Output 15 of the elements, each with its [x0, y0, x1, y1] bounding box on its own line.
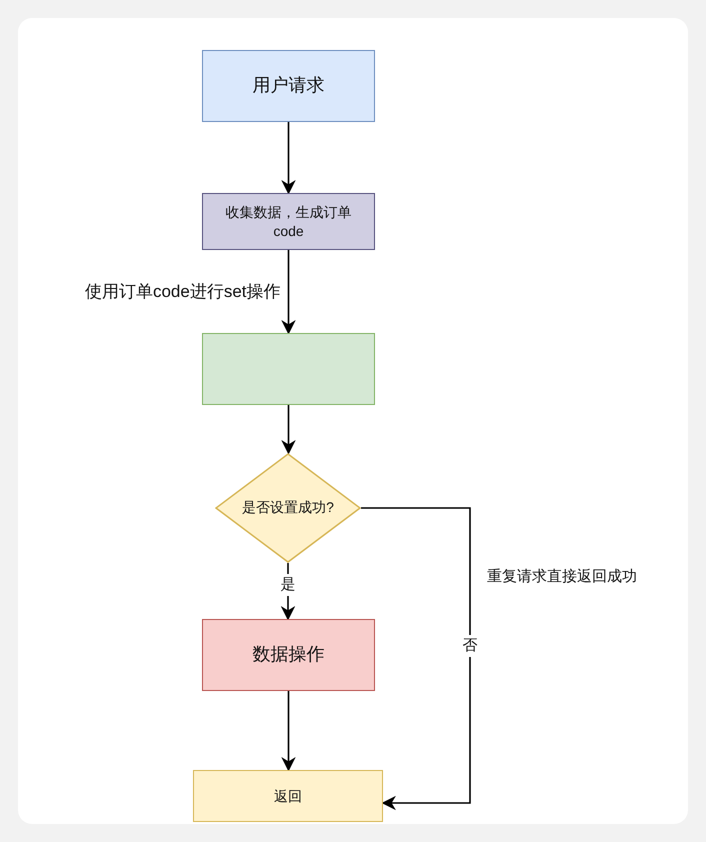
arrow: [361, 507, 471, 810]
process-box: [202, 333, 375, 405]
edge-label: 使用订单code进行set操作: [84, 282, 280, 302]
note-text: 重复请求直接返回成功: [487, 568, 637, 586]
arrow: [281, 691, 296, 772]
arrow: [281, 250, 296, 334]
process-box: 数据操作: [202, 619, 375, 691]
process-box: 返回: [193, 770, 383, 822]
decision-text: 是否设置成功?: [242, 499, 334, 517]
edge-label: 是: [280, 574, 296, 596]
arrow: [281, 122, 296, 194]
edge-label: 否: [462, 634, 478, 656]
arrow: [281, 405, 296, 454]
process-box: 用户请求: [202, 50, 375, 122]
process-box: 收集数据，生成订单 code: [202, 193, 375, 250]
